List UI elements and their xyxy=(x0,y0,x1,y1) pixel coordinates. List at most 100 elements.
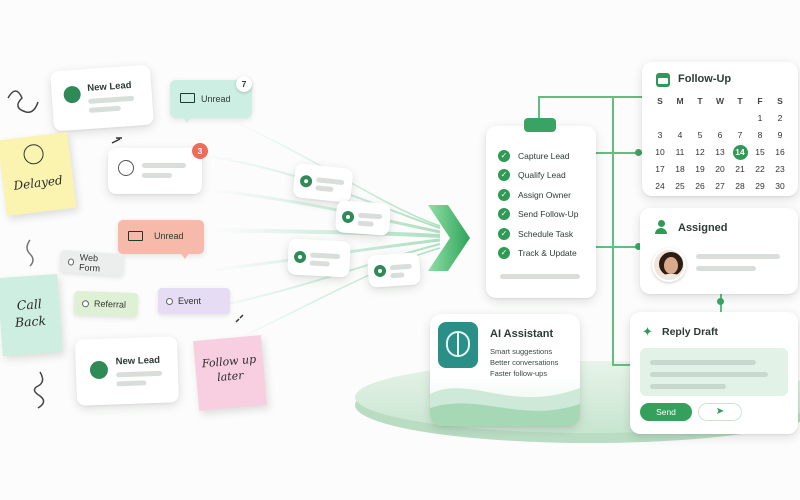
calendar-day[interactable]: 15 xyxy=(755,147,765,157)
radio-dot-icon xyxy=(81,299,90,307)
checklist-label: Assign Owner xyxy=(518,189,571,200)
placeholder-line xyxy=(357,220,374,227)
checklist-label: Track & Update xyxy=(518,248,577,259)
calendar-title: Follow-Up xyxy=(678,73,732,85)
calendar-day[interactable]: 2 xyxy=(777,113,783,123)
calendar-day[interactable]: 5 xyxy=(697,130,703,140)
ai-assistant-card: AI Assistant Smart suggestions Better co… xyxy=(430,314,580,426)
calendar-day[interactable]: 10 xyxy=(655,147,665,157)
new-lead-card-bottom[interactable]: New Lead xyxy=(74,336,180,406)
calendar-day[interactable]: 27 xyxy=(715,181,725,191)
tag-label: Event xyxy=(178,296,202,306)
paperclip-icon xyxy=(26,239,34,267)
card-title: New Lead xyxy=(115,354,161,368)
calendar-day[interactable]: 9 xyxy=(777,130,783,140)
contact-dot-icon xyxy=(373,264,387,278)
bubble-tail xyxy=(180,252,190,259)
connector xyxy=(538,96,540,122)
calendar-day[interactable]: 3 xyxy=(657,130,663,140)
mini-lead-card xyxy=(292,163,354,203)
ai-feature: Faster follow-ups xyxy=(490,369,548,378)
weekday-label: T xyxy=(697,96,703,106)
checklist-item[interactable]: ✓Track & Update xyxy=(498,244,578,264)
calendar-day[interactable]: 23 xyxy=(775,164,785,174)
weekday-label: S xyxy=(657,96,663,106)
placeholder-line xyxy=(316,177,345,186)
calendar-empty xyxy=(670,111,690,126)
send-button[interactable]: Send xyxy=(640,403,692,421)
placeholder-line xyxy=(88,105,121,113)
user-icon xyxy=(118,160,134,176)
new-lead-card-top[interactable]: New Lead xyxy=(50,64,154,132)
calendar-day[interactable]: 26 xyxy=(695,181,705,191)
calendar-empty xyxy=(650,111,670,126)
placeholder-line xyxy=(315,185,334,193)
calendar-day[interactable]: 4 xyxy=(677,130,683,140)
calendar-day[interactable]: 25 xyxy=(675,181,685,191)
calendar-day[interactable]: 11 xyxy=(675,147,685,157)
sticky-text: Follow up later xyxy=(201,352,257,385)
placeholder-line xyxy=(650,372,768,377)
contact-dot-icon xyxy=(299,174,313,188)
checklist-item[interactable]: ✓Capture Lead xyxy=(498,146,578,166)
radio-dot-icon xyxy=(166,297,173,305)
calendar-day[interactable]: 1 xyxy=(757,113,763,123)
send-icon[interactable]: ➤ xyxy=(698,403,742,421)
contact-dot-icon xyxy=(341,210,355,224)
calendar-day[interactable]: 12 xyxy=(695,147,705,157)
ai-title: AI Assistant xyxy=(490,328,554,340)
checklist-item[interactable]: ✓Schedule Task xyxy=(498,224,578,244)
unread-message-bubble[interactable]: Unread 7 xyxy=(170,76,252,123)
calendar-day[interactable]: 19 xyxy=(695,164,705,174)
calendar-day[interactable]: 22 xyxy=(755,164,765,174)
squiggle-doodle-2 xyxy=(33,371,45,409)
user-icon xyxy=(654,220,668,234)
unread-message-bubble-pink[interactable]: Unread xyxy=(118,220,204,259)
calendar-day[interactable]: 17 xyxy=(655,164,665,174)
calendar-day[interactable]: 7 xyxy=(737,130,743,140)
contact-icon xyxy=(63,85,82,104)
check-circle-icon: ✓ xyxy=(498,227,510,240)
reply-title: Reply Draft xyxy=(662,326,719,338)
mini-lead-card xyxy=(287,238,351,278)
weekday-label: W xyxy=(715,96,725,106)
calendar-day[interactable]: 8 xyxy=(757,130,763,140)
placeholder-line xyxy=(389,263,412,271)
flow-streaks xyxy=(199,119,441,346)
placeholder-line xyxy=(650,384,726,389)
calendar-day[interactable]: 13 xyxy=(715,147,725,157)
clock-icon xyxy=(22,143,45,166)
contact-dot-icon xyxy=(293,250,307,264)
placeholder-line xyxy=(650,360,756,365)
assigned-card: Assigned xyxy=(640,208,798,294)
tag-web-form[interactable]: Web Form xyxy=(59,249,125,277)
calendar-day[interactable]: 30 xyxy=(775,181,785,191)
calendar-day[interactable]: 6 xyxy=(717,130,723,140)
contact-card[interactable]: 3 xyxy=(108,143,208,194)
chevron-right-icon xyxy=(428,205,470,271)
contact-icon xyxy=(89,360,109,380)
calendar-day[interactable]: 16 xyxy=(775,147,785,157)
mini-lead-card xyxy=(334,200,392,236)
calendar-day[interactable]: 20 xyxy=(715,164,725,174)
calendar-day[interactable]: 14 xyxy=(732,145,748,160)
draft-textarea[interactable] xyxy=(640,348,788,396)
tag-referral[interactable]: Referral xyxy=(73,290,139,318)
calendar-day[interactable]: 28 xyxy=(735,181,745,191)
connector xyxy=(612,364,632,366)
calendar-day[interactable]: 21 xyxy=(735,164,745,174)
calendar-day[interactable]: 24 xyxy=(655,181,665,191)
calendar-empty xyxy=(710,111,730,126)
calendar-day[interactable]: 18 xyxy=(675,164,685,174)
tag-event[interactable]: Event xyxy=(158,288,230,314)
checklist-item[interactable]: ✓Assign Owner xyxy=(498,185,578,205)
ai-feature: Better conversations xyxy=(490,358,559,367)
checklist-item[interactable]: ✓Qualify Lead xyxy=(498,166,578,186)
checklist-item[interactable]: ✓Send Follow-Up xyxy=(498,205,578,225)
placeholder-line xyxy=(116,380,147,387)
calendar-day[interactable]: 29 xyxy=(755,181,765,191)
tag-label: Referral xyxy=(93,298,127,310)
placeholder-line xyxy=(309,260,330,267)
avatar[interactable] xyxy=(652,248,686,282)
